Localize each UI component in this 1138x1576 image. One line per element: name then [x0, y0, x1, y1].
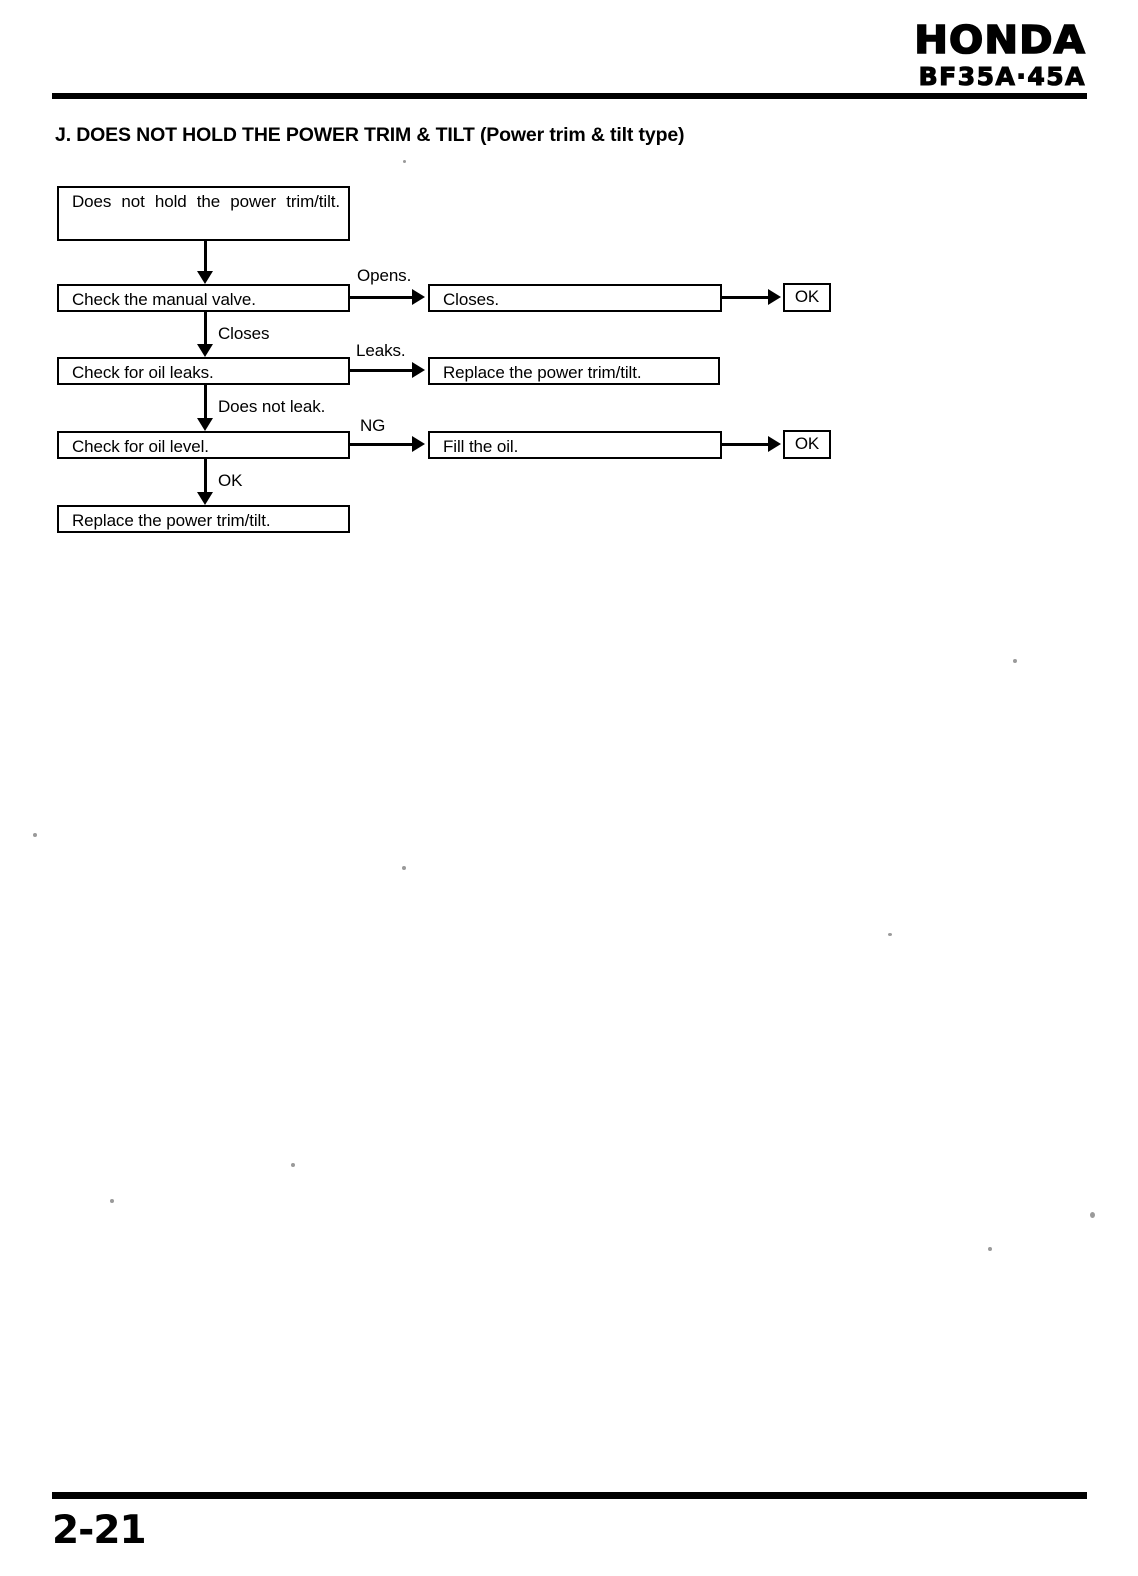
edge-check-valve-to-closes-line	[350, 296, 414, 299]
flow-node-check-leaks: Check for oil leaks.	[57, 357, 350, 385]
edge-label-ng: NG	[360, 416, 386, 435]
model-designation: BF35A·45A	[918, 61, 1086, 91]
flow-node-fill-oil: Fill the oil.	[428, 431, 722, 459]
scan-speckle	[110, 1199, 114, 1203]
footer-divider-rule	[52, 1492, 1087, 1499]
flow-node-closes: Closes.	[428, 284, 722, 312]
honda-brand-logo: HONDA	[914, 17, 1086, 63]
flow-node-fill-oil-label: Fill the oil.	[443, 437, 519, 456]
troubleshooting-flowchart: Does not hold the power trim/tilt. Check…	[0, 0, 1138, 600]
scan-speckle	[888, 933, 892, 936]
edge-check-level-to-fill-oil-arrow	[412, 436, 425, 452]
edge-check-valve-to-check-leaks-arrow	[197, 344, 213, 357]
edge-check-level-to-replace-2-line	[204, 459, 207, 501]
flow-node-ok-1: OK	[783, 283, 831, 312]
header-divider-rule	[52, 93, 1087, 99]
edge-check-valve-to-closes-arrow	[412, 289, 425, 305]
edge-closes-to-ok-line	[722, 296, 770, 299]
flow-node-replace-2: Replace the power trim/tilt.	[57, 505, 350, 533]
flow-node-check-level-label: Check for oil level.	[72, 437, 209, 456]
scan-speckle	[33, 833, 37, 837]
edge-check-level-to-fill-oil-line	[350, 443, 414, 446]
flow-node-ok-1-label: OK	[794, 287, 820, 307]
edge-label-closes: Closes	[218, 324, 270, 343]
edge-symptom-to-check-valve-line	[204, 241, 207, 281]
flow-node-symptom-label: Does not hold the power trim/tilt.	[72, 192, 340, 211]
page-header: HONDA BF35A·45A	[0, 0, 1138, 100]
scan-speckle	[402, 866, 406, 870]
section-title: J. DOES NOT HOLD THE POWER TRIM & TILT (…	[55, 124, 685, 146]
edge-check-leaks-to-replace-line	[350, 369, 414, 372]
scan-speckle	[291, 1163, 295, 1167]
edge-fill-oil-to-ok-line	[722, 443, 770, 446]
flow-node-ok-2-label: OK	[794, 434, 820, 454]
edge-closes-to-ok-arrow	[768, 289, 781, 305]
edge-label-leaks: Leaks.	[356, 341, 406, 360]
edge-fill-oil-to-ok-arrow	[768, 436, 781, 452]
scan-speckle	[1013, 659, 1017, 663]
edge-check-leaks-to-check-level-line	[204, 385, 207, 427]
flow-node-check-leaks-label: Check for oil leaks.	[72, 363, 214, 382]
flow-node-replace-1-label: Replace the power trim/tilt.	[443, 363, 642, 382]
flow-node-ok-2: OK	[783, 430, 831, 459]
flow-node-symptom: Does not hold the power trim/tilt.	[57, 186, 350, 241]
edge-check-valve-to-check-leaks-line	[204, 312, 207, 354]
edge-label-does-not-leak: Does not leak.	[218, 397, 326, 416]
flow-node-check-level: Check for oil level.	[57, 431, 350, 459]
scan-speckle	[403, 160, 406, 163]
flow-node-check-valve: Check the manual valve.	[57, 284, 350, 312]
flow-node-check-valve-label: Check the manual valve.	[72, 290, 256, 309]
flow-node-closes-label: Closes.	[443, 290, 499, 309]
edge-check-leaks-to-check-level-arrow	[197, 418, 213, 431]
edge-symptom-to-check-valve-arrow	[197, 271, 213, 284]
edge-label-ok: OK	[218, 471, 243, 490]
scan-speckle	[988, 1247, 992, 1251]
edge-check-leaks-to-replace-arrow	[412, 362, 425, 378]
edge-check-level-to-replace-2-arrow	[197, 492, 213, 505]
flow-node-replace-1: Replace the power trim/tilt.	[428, 357, 720, 385]
flow-node-replace-2-label: Replace the power trim/tilt.	[72, 511, 271, 530]
page-number: 2-21	[52, 1508, 147, 1553]
edge-label-opens: Opens.	[357, 266, 412, 285]
scan-speckle	[1090, 1212, 1095, 1218]
